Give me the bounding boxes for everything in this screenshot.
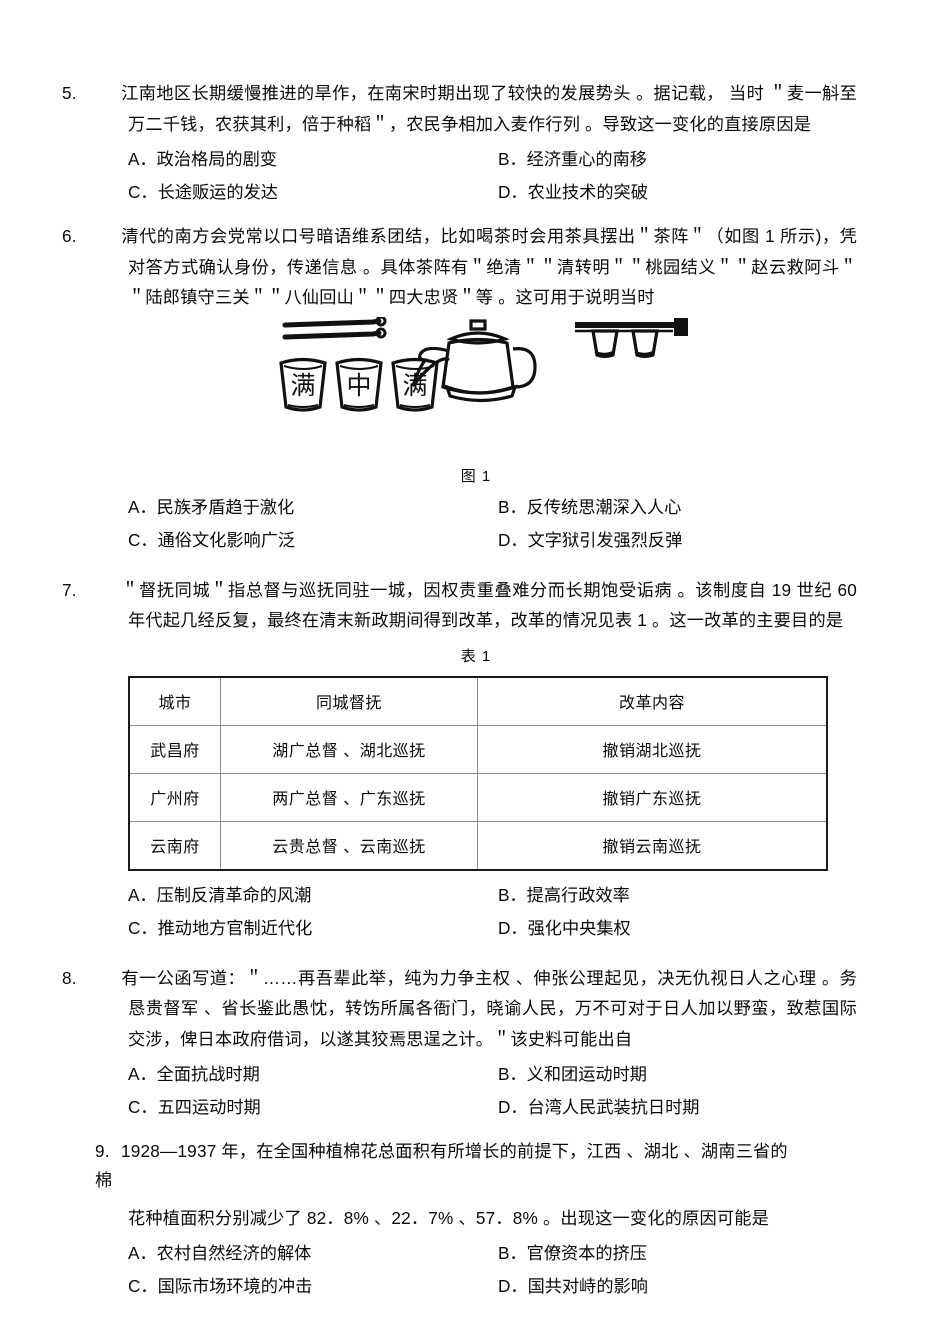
- question-7-option-d[interactable]: D．强化中央集权: [498, 917, 631, 938]
- page-content: 5. 江南地区长期缓慢推进的旱作，在南宋时期出现了较快的发展势头 。据记载， 当时…: [62, 78, 857, 1309]
- question-9-text-line-1: 1928—1937 年，在全国种植棉花总面积有所增长的前提下，江西 、湖北 、湖…: [121, 1141, 788, 1161]
- figure-1-wrapper: 满 中 满: [95, 315, 857, 467]
- table-header-city: 城市: [128, 676, 221, 726]
- table-cell-reform: 撤销湖北巡抚: [477, 724, 828, 774]
- table-row: 广州府 两广总督 、广东巡抚 撤销广东巡抚: [128, 772, 828, 822]
- table-header-officials: 同城督抚: [220, 676, 478, 726]
- question-8-option-c[interactable]: C．五四运动时期: [128, 1097, 261, 1117]
- table-row: 武昌府 湖广总督 、湖北巡抚 撤销湖北巡抚: [128, 724, 828, 774]
- question-9-stem-line-3: 花种植面积分别减少了 82．8% 、22．7% 、57．8% 。出现这一变化的原…: [95, 1203, 857, 1234]
- table-row: 云南府 云贵总督 、云南巡抚 撤销云南巡抚: [128, 820, 828, 870]
- question-6-option-b[interactable]: B．反传统思潮深入人心: [498, 496, 682, 517]
- option-row: A．压制反清革命的风潮 B．提高行政效率: [95, 879, 857, 912]
- question-5: 5. 江南地区长期缓慢推进的旱作，在南宋时期出现了较快的发展势头 。据记载， 当时…: [62, 78, 857, 209]
- question-7-stem: 7. ＂督抚同城＂指总督与巡抚同驻一城，因权责重叠难分而长期饱受诟病 。该制度自 …: [62, 575, 857, 636]
- question-6-number: 6.: [62, 226, 77, 246]
- option-row: C．通俗文化影响广泛 D．文字狱引发强烈反弹: [95, 524, 857, 557]
- question-6-text: 清代的南方会党常以口号暗语维系团结，比如喝茶时会用茶具摆出＂茶阵＂（如图 1 所…: [121, 226, 857, 307]
- table-cell-reform: 撤销云南巡抚: [477, 820, 828, 870]
- question-5-number: 5.: [62, 83, 77, 103]
- option-row: A．农村自然经济的解体 B．官僚资本的挤压: [95, 1237, 857, 1270]
- question-9-text-line-3: 花种植面积分别减少了 82．8% 、22．7% 、57．8% 。出现这一变化的原…: [128, 1207, 770, 1228]
- question-5-option-b[interactable]: B．经济重心的南移: [498, 149, 647, 169]
- question-8-options: A．全面抗战时期 B．义和团运动时期 C．五四运动时期 D．台湾人民武装抗日时期: [95, 1058, 857, 1124]
- question-8-option-b[interactable]: B．义和团运动时期: [498, 1064, 647, 1084]
- table-cell-city: 广州府: [128, 772, 221, 822]
- question-8-option-d[interactable]: D．台湾人民武装抗日时期: [498, 1097, 700, 1117]
- option-row: C．推动地方官制近代化 D．强化中央集权: [95, 912, 857, 945]
- option-row: C．五四运动时期 D．台湾人民武装抗日时期: [95, 1091, 857, 1124]
- question-7-option-a[interactable]: A．压制反清革命的风潮: [128, 884, 312, 905]
- question-7-text: ＂督抚同城＂指总督与巡抚同驻一城，因权责重叠难分而长期饱受诟病 。该制度自 19…: [121, 579, 857, 631]
- teacup-group: [279, 357, 439, 412]
- question-9-stem-line-2: 棉: [95, 1167, 857, 1193]
- question-7-option-b[interactable]: B．提高行政效率: [498, 884, 630, 905]
- question-5-options: A．政治格局的剧变 B．经济重心的南移 C．长途贩运的发达 D．农业技术的突破: [95, 143, 857, 209]
- question-8-stem: 8. 有一公函写道：＂……再吾辈此举，纯为力争主权 、伸张公理起见，决无仇视日人之…: [62, 963, 857, 1055]
- question-9-text-line-2: 棉: [95, 1169, 113, 1190]
- question-5-option-d[interactable]: D．农业技术的突破: [498, 182, 648, 202]
- figure-1-caption: 图 1: [460, 467, 492, 485]
- teacup-label-2: 中: [346, 371, 371, 400]
- reform-table-body: 城市 同城督抚 改革内容 武昌府 湖广总督 、湖北巡抚 撤销湖北巡抚 广州府 两…: [128, 676, 828, 870]
- question-7: 7. ＂督抚同城＂指总督与巡抚同驻一城，因权责重叠难分而长期饱受诟病 。该制度自 …: [62, 575, 857, 945]
- question-5-option-c[interactable]: C．长途贩运的发达: [128, 182, 278, 202]
- table-cell-city: 武昌府: [128, 724, 221, 774]
- question-6-stem: 6. 清代的南方会党常以口号暗语维系团结，比如喝茶时会用茶具摆出＂茶阵＂（如图 1…: [62, 221, 857, 313]
- question-5-text: 江南地区长期缓慢推进的旱作，在南宋时期出现了较快的发展势头 。据记载， 当时 ＂…: [121, 83, 857, 134]
- option-row: A．全面抗战时期 B．义和团运动时期: [95, 1058, 857, 1091]
- table-header-reform: 改革内容: [477, 676, 828, 726]
- reform-table: 城市 同城督抚 改革内容 武昌府 湖广总督 、湖北巡抚 撤销湖北巡抚 广州府 两…: [128, 675, 828, 871]
- option-row: C．国际市场环境的冲击 D．国共对峙的影响: [95, 1270, 857, 1303]
- table-1-caption: 表 1: [460, 647, 492, 665]
- question-8-option-a[interactable]: A．全面抗战时期: [128, 1064, 260, 1084]
- cup-rack-icon: [575, 317, 688, 358]
- table-cell-officials: 两广总督 、广东巡抚: [220, 772, 478, 822]
- chopsticks-icon: [282, 315, 387, 339]
- table-header-row: 城市 同城督抚 改革内容: [128, 676, 828, 726]
- table-cell-city: 云南府: [128, 820, 221, 870]
- tea-array-illustration: 满 中 满: [275, 315, 695, 447]
- question-9-option-d[interactable]: D．国共对峙的影响: [498, 1276, 648, 1296]
- question-7-options: A．压制反清革命的风潮 B．提高行政效率 C．推动地方官制近代化 D．强化中央集…: [95, 879, 857, 945]
- table-cell-officials: 湖广总督 、湖北巡抚: [220, 724, 478, 774]
- question-9-number: 9.: [95, 1141, 110, 1161]
- question-8-text: 有一公函写道：＂……再吾辈此举，纯为力争主权 、伸张公理起见，决无仇视日人之心理…: [121, 967, 857, 1049]
- option-row: A．政治格局的剧变 B．经济重心的南移: [95, 143, 857, 176]
- question-9-option-b[interactable]: B．官僚资本的挤压: [498, 1243, 647, 1263]
- question-6-option-a[interactable]: A．民族矛盾趋于激化: [128, 496, 295, 517]
- tea-set-drawing: 满 中 满: [279, 315, 688, 412]
- teapot-icon: [411, 318, 537, 402]
- question-6-option-c[interactable]: C．通俗文化影响广泛: [128, 529, 296, 550]
- table-cell-officials: 云贵总督 、云南巡抚: [220, 820, 478, 870]
- question-9-option-c[interactable]: C．国际市场环境的冲击: [128, 1276, 313, 1296]
- question-7-option-c[interactable]: C．推动地方官制近代化: [128, 917, 313, 938]
- table-cell-reform: 撤销广东巡抚: [477, 772, 828, 822]
- question-9-options: A．农村自然经济的解体 B．官僚资本的挤压 C．国际市场环境的冲击 D．国共对峙…: [95, 1237, 857, 1303]
- question-6-option-d[interactable]: D．文字狱引发强烈反弹: [498, 529, 683, 550]
- option-row: A．民族矛盾趋于激化 B．反传统思潮深入人心: [95, 491, 857, 524]
- question-9-option-a[interactable]: A．农村自然经济的解体: [128, 1243, 312, 1263]
- option-row: C．长途贩运的发达 D．农业技术的突破: [95, 176, 857, 209]
- question-5-stem: 5. 江南地区长期缓慢推进的旱作，在南宋时期出现了较快的发展势头 。据记载， 当时…: [62, 78, 857, 139]
- question-9-stem-line-1: 9. 1928—1937 年，在全国种植棉花总面积有所增长的前提下，江西 、湖北 …: [95, 1136, 857, 1167]
- question-5-option-a[interactable]: A．政治格局的剧变: [128, 149, 277, 169]
- question-8-number: 8.: [62, 967, 77, 988]
- question-8: 8. 有一公函写道：＂……再吾辈此举，纯为力争主权 、伸张公理起见，决无仇视日人之…: [62, 963, 857, 1125]
- question-6-options: A．民族矛盾趋于激化 B．反传统思潮深入人心 C．通俗文化影响广泛 D．文字狱引…: [95, 491, 857, 557]
- question-6: 6. 清代的南方会党常以口号暗语维系团结，比如喝茶时会用茶具摆出＂茶阵＂（如图 1…: [62, 221, 857, 557]
- question-7-number: 7.: [62, 579, 77, 600]
- teacup-label-1: 满: [290, 371, 315, 400]
- question-9: 9. 1928—1937 年，在全国种植棉花总面积有所增长的前提下，江西 、湖北 …: [95, 1136, 857, 1303]
